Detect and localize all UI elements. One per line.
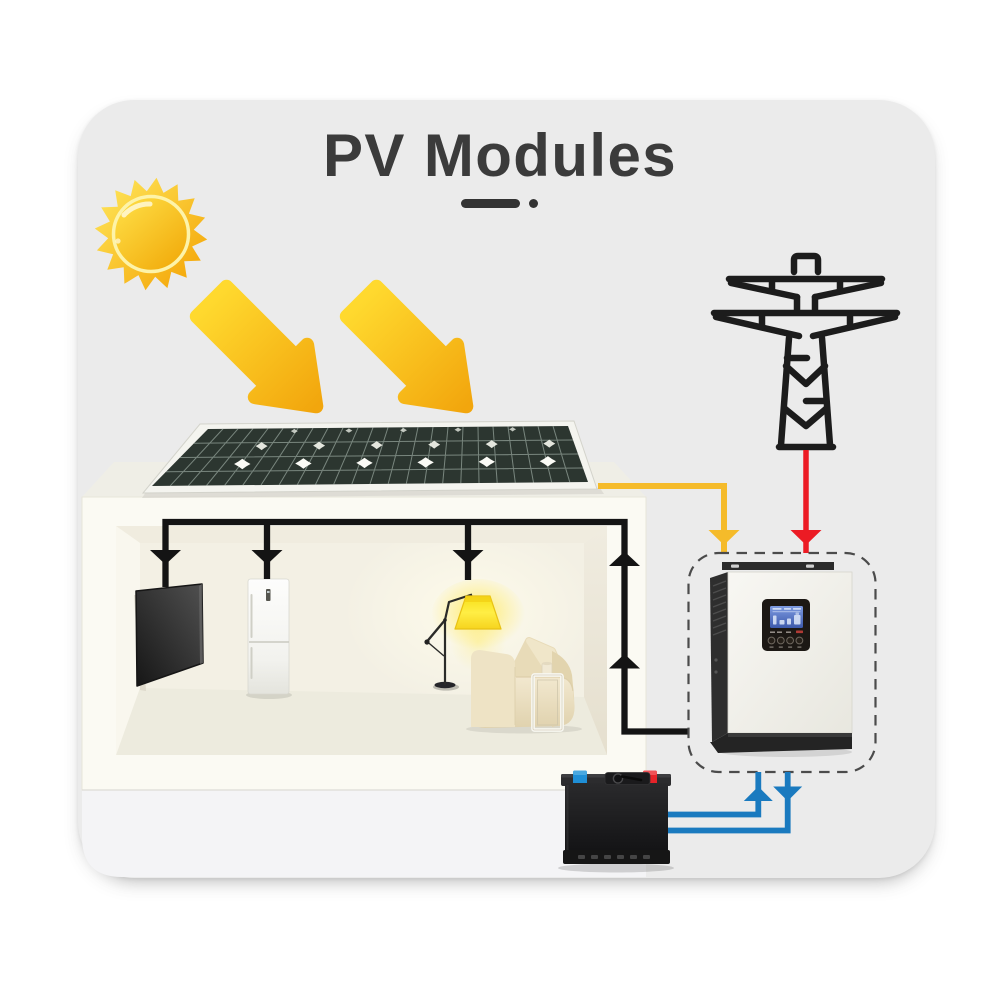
page-title: PV Modules xyxy=(322,122,678,189)
title-underline-dash xyxy=(461,199,520,208)
refrigerator xyxy=(246,578,292,699)
tv xyxy=(134,583,204,691)
arrow-down-lamp xyxy=(452,550,484,565)
lantern xyxy=(531,661,564,732)
sunlight-arrow-left-icon xyxy=(189,279,324,414)
sun-icon xyxy=(94,177,208,291)
house-wiring-arrowheads xyxy=(150,550,640,669)
transmission-tower-icon xyxy=(710,252,901,451)
battery xyxy=(558,770,674,873)
arrow-up-wall-2 xyxy=(609,654,640,669)
arrow-down-fridge xyxy=(251,550,283,565)
sofa xyxy=(466,637,582,734)
battery-handle xyxy=(604,772,651,785)
arrow-down-pv xyxy=(708,530,740,545)
grid-wire xyxy=(790,450,822,553)
pv-wire xyxy=(598,483,740,553)
battery-wires xyxy=(666,772,791,834)
arrow-up-to-inverter xyxy=(743,786,773,801)
house xyxy=(81,462,647,877)
arrow-down-tv xyxy=(150,550,181,565)
inverter-control-panel xyxy=(762,599,810,651)
arrow-down-grid xyxy=(790,530,822,545)
title-underline-dot xyxy=(529,199,538,208)
inverter-buttons xyxy=(767,636,804,645)
inverter-dashed-border xyxy=(687,551,877,774)
arrow-up-wall-1 xyxy=(609,551,640,566)
sunlight-arrow-right-icon xyxy=(339,279,474,414)
solar-panel xyxy=(141,420,604,498)
arrow-down-to-battery xyxy=(773,786,803,801)
inverter xyxy=(687,551,877,774)
battery-wire-arrowheads xyxy=(743,786,803,801)
